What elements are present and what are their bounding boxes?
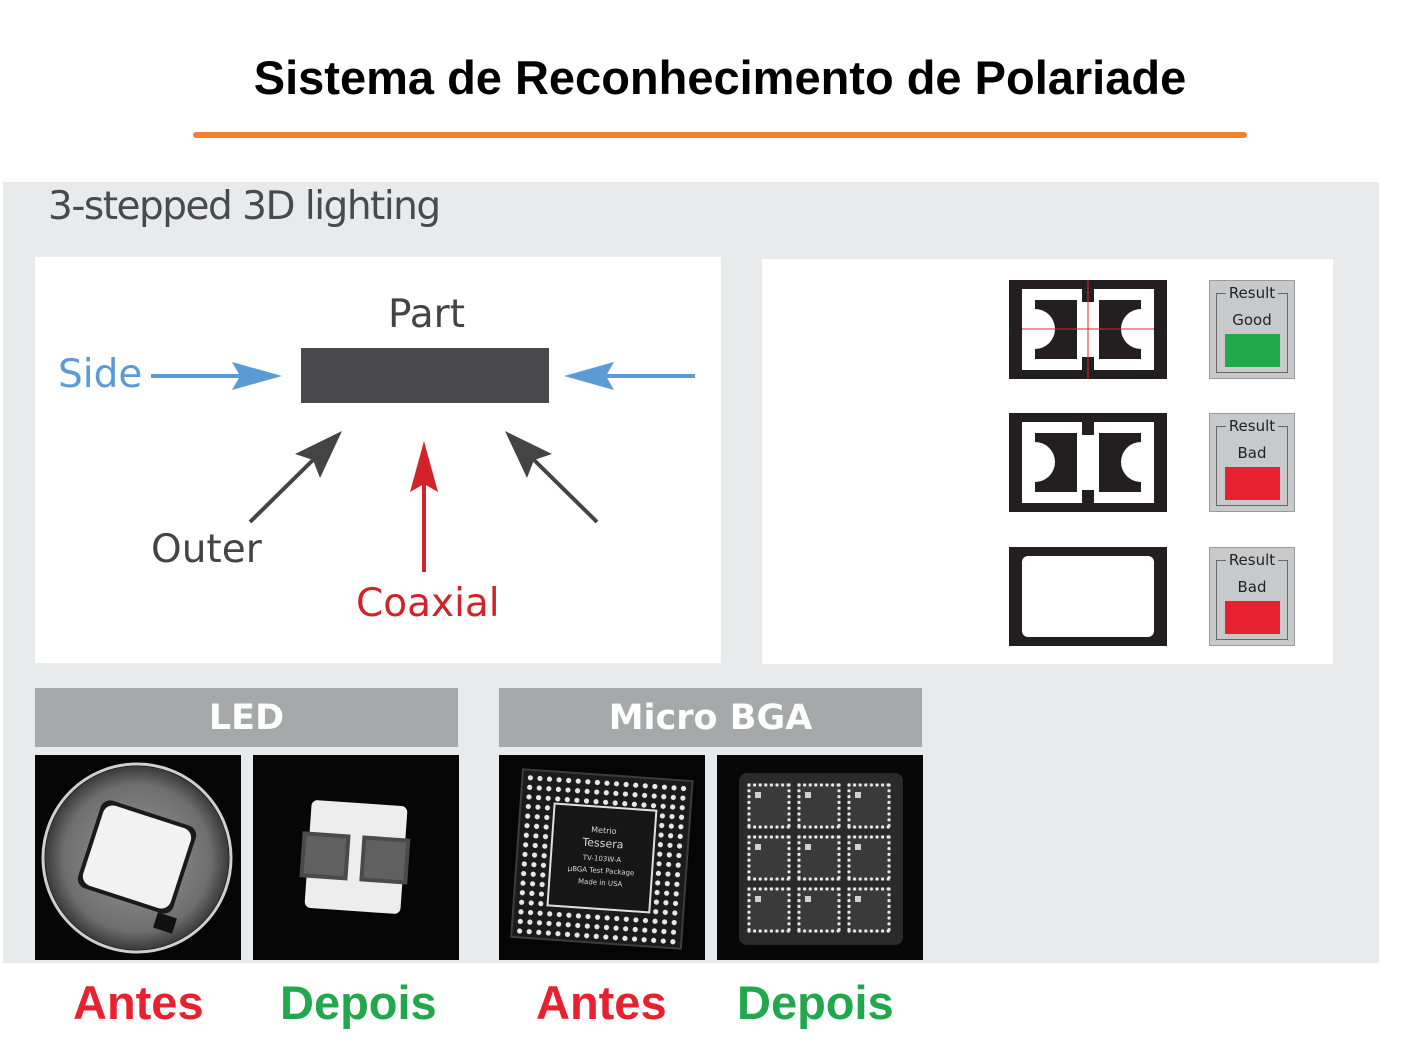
coaxial-arrow	[410, 441, 438, 572]
outer-arrow-left	[248, 431, 342, 524]
bga-chip-text-4: Made in USA	[578, 877, 623, 888]
lighting-diagram	[35, 257, 721, 663]
result-value: Bad	[1237, 444, 1267, 462]
result-value: Good	[1232, 311, 1272, 329]
side-label: Side	[58, 352, 143, 397]
led-before-caption: Antes	[73, 976, 204, 1029]
led-after-caption: Depois	[280, 976, 437, 1029]
result-swatch	[1225, 334, 1280, 367]
page-title: Sistema de Reconhecimento de Polariade	[253, 51, 1187, 104]
result-title: Result	[1225, 551, 1279, 569]
category-header-led: LED	[35, 688, 458, 747]
status-rotation: 180° Rotation	[831, 435, 943, 490]
outer-arrow-right	[505, 431, 599, 524]
bga-after-caption: Depois	[737, 976, 894, 1029]
result-swatch	[1225, 467, 1280, 500]
bga-chip-text-2: TV-103W-A	[581, 854, 621, 865]
pattern-rotation	[1009, 413, 1167, 512]
coaxial-label: Coaxial	[356, 581, 500, 626]
led-before-image	[35, 755, 241, 960]
status-normal: Normal	[840, 316, 934, 343]
result-value: Bad	[1237, 578, 1267, 596]
bga-after-image	[717, 755, 923, 960]
result-bad-rotation: Result Bad	[1209, 413, 1295, 512]
result-title: Result	[1225, 284, 1279, 302]
bga-before-image: Metrio Tessera TV-103W-A µBGA Test Packa…	[499, 755, 705, 960]
result-swatch	[1225, 601, 1280, 634]
bga-chip-text-1: Tessera	[581, 836, 624, 852]
result-good: Result Good	[1209, 280, 1295, 379]
result-bad-flip: Result Bad	[1209, 547, 1295, 646]
bga-before-caption: Antes	[536, 976, 667, 1029]
result-title: Result	[1225, 417, 1279, 435]
pattern-flip-over	[1009, 547, 1167, 646]
category-header-micro-bga: Micro BGA	[499, 688, 922, 747]
pattern-normal	[1009, 280, 1167, 379]
title-underline	[193, 132, 1247, 138]
bga-chip-text-0: Metrio	[591, 825, 617, 836]
part-block	[301, 348, 549, 403]
part-label: Part	[388, 292, 465, 337]
status-flip-over: Flip-over	[829, 583, 945, 610]
side-arrow-left	[151, 362, 282, 390]
panel-heading: 3-stepped 3D lighting	[48, 184, 441, 229]
outer-label: Outer	[151, 527, 262, 572]
side-arrow-right	[564, 362, 695, 390]
led-after-image	[253, 755, 459, 960]
